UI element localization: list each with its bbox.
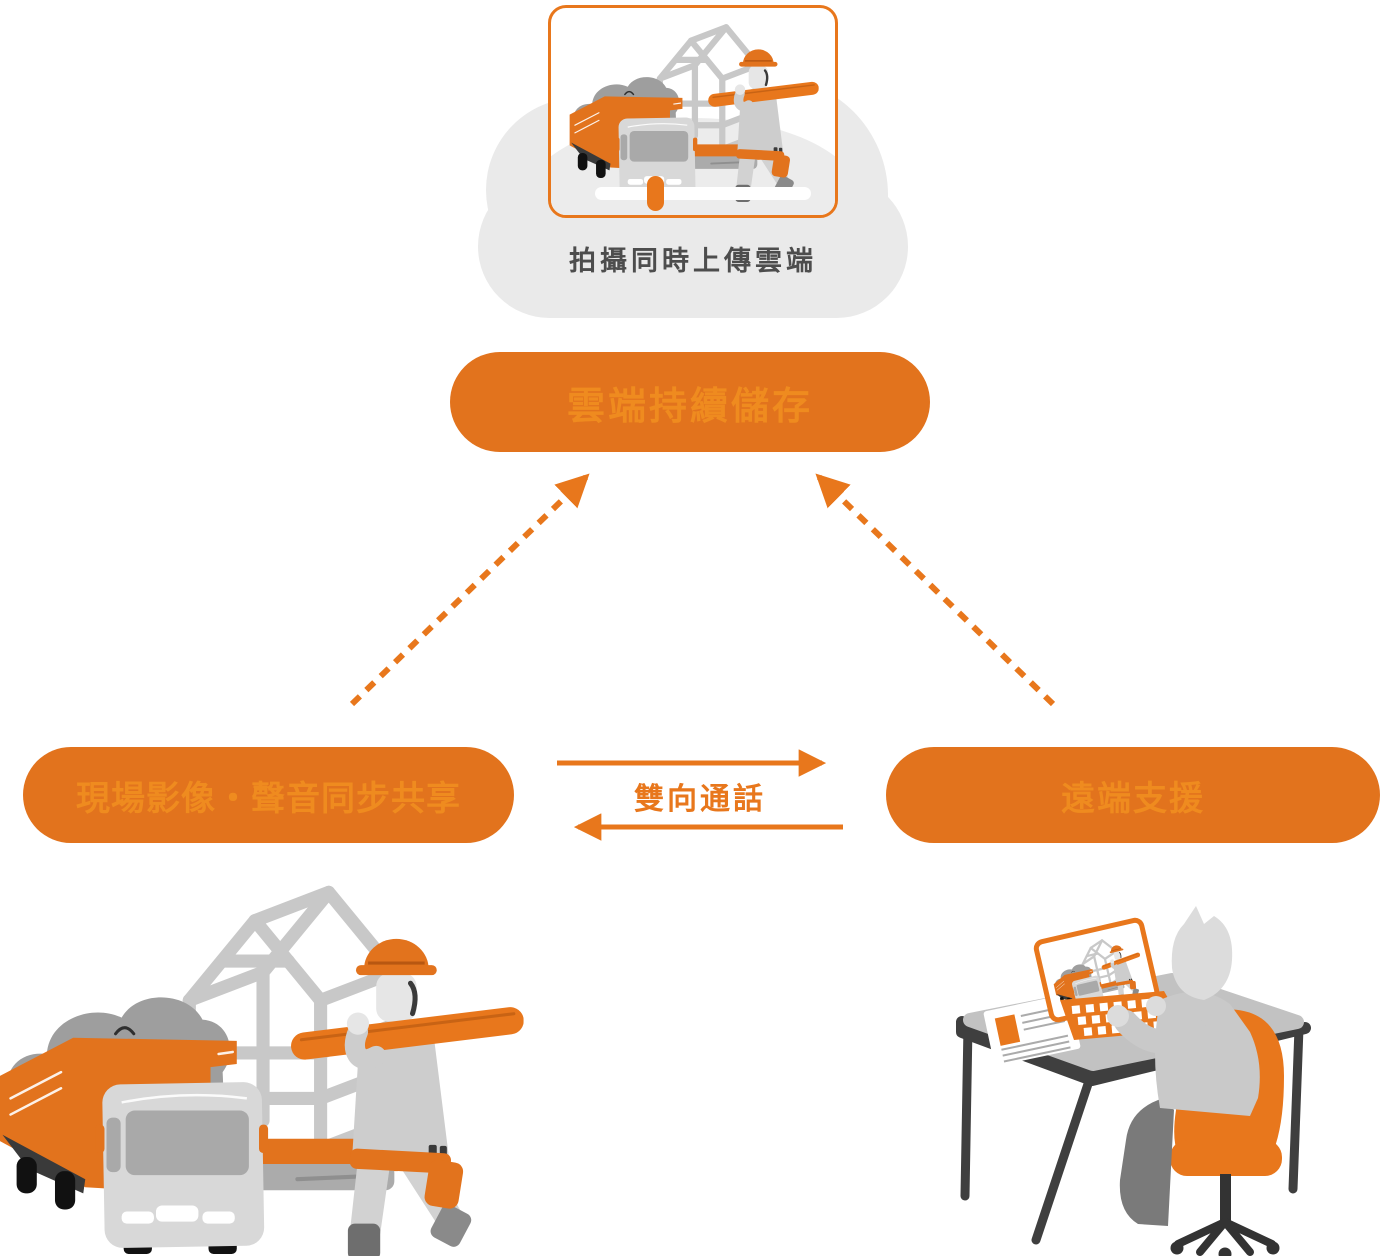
two-way-call-label: 雙向通話 [634, 783, 766, 816]
cloud-storage-pill-label: 雲端持續儲存 [566, 385, 813, 428]
site-illustration [0, 856, 524, 1256]
video-player-frame [548, 5, 838, 218]
upload-arrow-right [815, 473, 1056, 707]
remote-support-pill-label: 遠端支援 [1061, 779, 1205, 818]
upload-arrow-left [349, 473, 590, 707]
onsite-sharing-pill: 現場影像・聲音同步共享 [23, 747, 514, 843]
remote-support-pill: 遠端支援 [886, 747, 1380, 843]
video-progress-handle [647, 176, 664, 211]
onsite-sharing-pill-label: 現場影像・聲音同步共享 [76, 779, 461, 818]
office-illustration [932, 880, 1382, 1256]
cloud-caption: 拍攝同時上傳雲端 [569, 245, 817, 276]
cloud-storage-pill: 雲端持續儲存 [450, 352, 930, 452]
